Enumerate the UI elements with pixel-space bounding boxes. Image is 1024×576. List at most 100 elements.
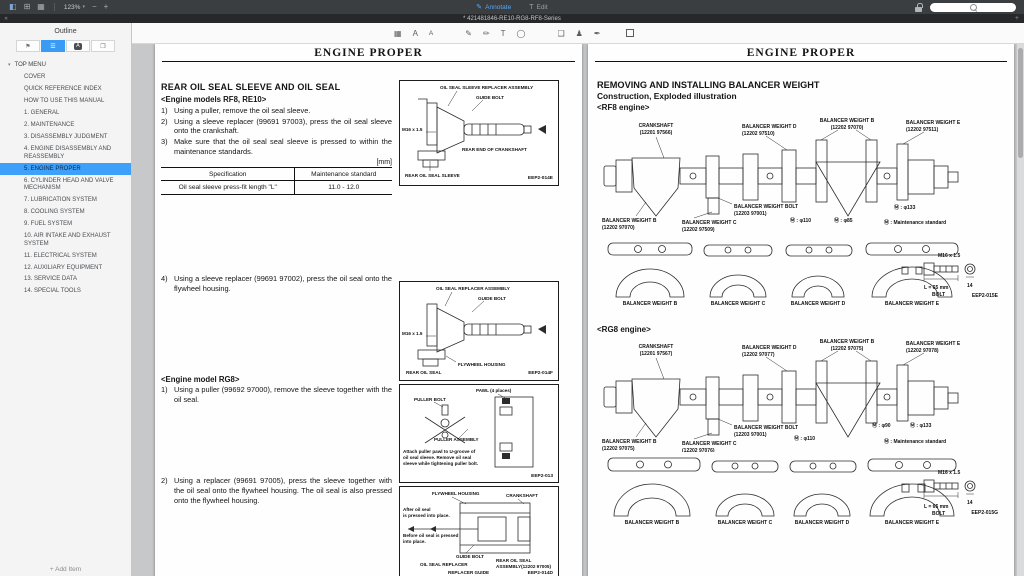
shapes-tool-icon[interactable]: ◯	[517, 29, 526, 38]
outline-tab-icon[interactable]: ☰	[41, 40, 65, 52]
chevron-down-icon: ▾	[82, 4, 85, 10]
zoom-level-value: 123%	[64, 4, 81, 11]
grid-view-icon[interactable]: ⊞	[24, 3, 31, 11]
sidebar-item-lubrication-system[interactable]: 7. LUBRICATION SYSTEM	[0, 195, 131, 207]
sidebar-item-general[interactable]: 1. GENERAL	[0, 108, 131, 120]
figure-label: REPLACER GUIDE	[448, 570, 489, 575]
weight-b-label: BALANCER WEIGHT B	[820, 118, 875, 124]
pencil-tool-icon[interactable]: ✎	[465, 29, 472, 38]
dimension-90: Ⓜ : φ90	[872, 422, 891, 429]
figure3-drawing: PAWL (4 places) PULLER BOLT PULLER ASSEM…	[400, 385, 556, 480]
weight-d-label: BALANCER WEIGHT D	[742, 345, 797, 351]
sidebar-item-top-menu[interactable]: ▾ TOP MENU	[0, 60, 131, 72]
figure2-drawing: OIL SEAL REPLACER ASSEMBLY GUIDE BOLT M1…	[400, 282, 556, 378]
annotations-tab-icon[interactable]: A	[66, 40, 90, 52]
figure-label: M16 x 1.5	[402, 127, 423, 132]
lock-icon[interactable]	[915, 3, 922, 12]
text-style-tool-icon[interactable]: A	[413, 29, 418, 38]
add-item-button[interactable]: + Add Item	[0, 566, 131, 573]
document-scroll-area[interactable]: ENGINE PROPER REAR OIL SEAL SLEEVE AND O…	[132, 44, 1024, 576]
crankshaft-label: CRANKSHAFT	[639, 344, 674, 350]
pages-tab-icon[interactable]: ❐	[91, 40, 115, 52]
sidebar-item-engine-disassembly[interactable]: 4. ENGINE DISASSEMBLY AND REASSEMBLY	[0, 144, 131, 164]
sidebar-item-service-data[interactable]: 13. SERVICE DATA	[0, 274, 131, 286]
thumbnails-view-icon[interactable]: ▦	[37, 3, 45, 11]
figure-label: PULLER BOLT	[414, 397, 446, 402]
sidebar-item-fuel-system[interactable]: 9. FUEL SYSTEM	[0, 219, 131, 231]
sidebar-item-how-to-use[interactable]: HOW TO USE THIS MANUAL	[0, 96, 131, 108]
sidebar-item-engine-proper[interactable]: 5. ENGINE PROPER	[0, 163, 131, 175]
sidebar-item-auxiliary-equipment[interactable]: 12. AUXILIARY EQUIPMENT	[0, 262, 131, 274]
weight-b-part-number: (12202 97075)	[831, 346, 864, 352]
sidebar-item-cover[interactable]: COVER	[0, 72, 131, 84]
figure-label: FLYWHEEL HOUSING	[432, 491, 480, 496]
header-rule	[162, 61, 575, 62]
sidebar-item-quick-reference-index[interactable]: QUICK REFERENCE INDEX	[0, 84, 131, 96]
outline-sidebar: Outline ⚑ ☰ A ❐ ▾ TOP MENU COVER QUICK R…	[0, 23, 132, 576]
sidebar-item-cooling-system[interactable]: 8. COOLING SYSTEM	[0, 207, 131, 219]
text-tool-icon[interactable]: T	[501, 29, 506, 38]
figure-note: oil seal sleeve. Remove oil seal	[403, 455, 471, 460]
bolt-length-label: L = 65 mm	[924, 504, 949, 510]
sidebar-item-disassembly-judgment[interactable]: 3. DISASSEMBLY JUDGMENT	[0, 132, 131, 144]
figure-note: Attach puller pawl to U-groove of	[403, 449, 476, 454]
toolbar-divider	[54, 3, 55, 11]
page-header: ENGINE PROPER	[588, 44, 1014, 59]
weight-b-bottom-part-number: (12202 97070)	[602, 225, 635, 231]
step-3: 3) Make sure that the oil seal seal slee…	[161, 137, 392, 156]
figure-label: OIL SEAL SLEEVE REPLACER ASSEMBLY	[440, 85, 533, 90]
dimension-110: Ⓜ : φ110	[790, 217, 811, 224]
figure-label: PAWL (4 places)	[476, 388, 512, 393]
sidebar-item-air-intake[interactable]: 10. AIR INTAKE AND EXHAUST SYSTEM	[0, 231, 131, 251]
sidebar-toggle-icon[interactable]: ◧	[9, 3, 17, 11]
search-input[interactable]	[930, 3, 1016, 12]
scrollbar-thumb[interactable]	[1018, 48, 1023, 158]
figure-code: EEP2-014D	[528, 570, 554, 576]
new-tab-button[interactable]: +	[1015, 15, 1019, 22]
annotate-tab[interactable]: ✎ Annotate	[476, 3, 511, 11]
chevron-expanded-icon[interactable]: ▾	[8, 62, 11, 70]
document-tab-title[interactable]: * 421481846-RE10-RG8-RF8-Series	[0, 16, 1024, 22]
highlighter-tool-icon[interactable]: ✏	[483, 29, 490, 38]
figure-note: sleeve while tightening puller bolt.	[403, 461, 478, 466]
sidebar-item-special-tools[interactable]: 14. SPECIAL TOOLS	[0, 286, 131, 298]
zoom-in-button[interactable]: +	[104, 3, 109, 11]
weight-bolt-label: BALANCER WEIGHT BOLT	[734, 204, 798, 210]
figure-oil-seal-replacer: OIL SEAL REPLACER ASSEMBLY GUIDE BOLT M1…	[399, 281, 559, 381]
figure-code: EEP2-014F	[528, 370, 553, 376]
weight-b-part-number: (12202 97070)	[831, 125, 864, 131]
zoom-out-button[interactable]: −	[92, 3, 97, 11]
value-cell: 11.0 - 12.0	[295, 181, 392, 195]
signature-tool-icon[interactable]: ✒	[594, 29, 601, 38]
zoom-level-dropdown[interactable]: 123% ▾	[64, 4, 85, 11]
figure-label: PULLER ASSEMBLY	[434, 437, 479, 442]
dimension-lines	[924, 492, 974, 498]
rg8-step-2: 2) Using a replacer (99691 97005), press…	[161, 476, 392, 505]
weight-c-part-label: BALANCER WEIGHT C	[711, 301, 766, 307]
weight-b-bottom-label: BALANCER WEIGHT B	[602, 218, 657, 224]
bolt-word-label: BOLT	[932, 292, 945, 298]
weight-c-label: BALANCER WEIGHT C	[682, 220, 737, 226]
step-2: 2) Using a sleeve replacer (99691 97003)…	[161, 117, 392, 136]
sidebar-item-electrical-system[interactable]: 11. ELECTRICAL SYSTEM	[0, 250, 131, 262]
sidebar-item-cylinder-head[interactable]: 6. CYLINDER HEAD AND VALVE MECHANISM	[0, 175, 131, 195]
weight-bolt-label: BALANCER WEIGHT BOLT	[734, 425, 798, 431]
spec-table-header-1: Specification	[161, 168, 295, 181]
weight-d-label: BALANCER WEIGHT D	[742, 124, 797, 130]
sidebar-item-maintenance[interactable]: 2. MAINTENANCE	[0, 120, 131, 132]
bookmarks-tab-icon[interactable]: ⚑	[16, 40, 40, 52]
weight-b-label: BALANCER WEIGHT B	[820, 339, 875, 345]
vertical-scrollbar[interactable]	[1017, 44, 1024, 576]
edit-tab[interactable]: T Edit	[529, 4, 547, 11]
weight-c-label: BALANCER WEIGHT C	[682, 441, 737, 447]
stamp-tool-icon[interactable]: ♟	[576, 29, 583, 38]
left-page-text-column: REAR OIL SEAL SLEEVE AND OIL SEAL <Engin…	[161, 82, 392, 505]
media-tool-icon[interactable]: ▦	[394, 29, 402, 38]
window-toolbar: ◧ ⊞ ▦ 123% ▾ − + ✎ Annotate T Edit	[0, 0, 1024, 14]
weight-d-part-number: (12202 97510)	[742, 131, 775, 137]
font-tool-icon[interactable]: A	[429, 30, 433, 37]
note-tool-icon[interactable]: ❑	[558, 29, 565, 38]
dimension-133: Ⓜ : φ133	[910, 422, 932, 429]
maintenance-standard-legend: Ⓜ : Maintenance standard	[884, 438, 946, 445]
fullscreen-select-icon[interactable]	[626, 29, 634, 37]
